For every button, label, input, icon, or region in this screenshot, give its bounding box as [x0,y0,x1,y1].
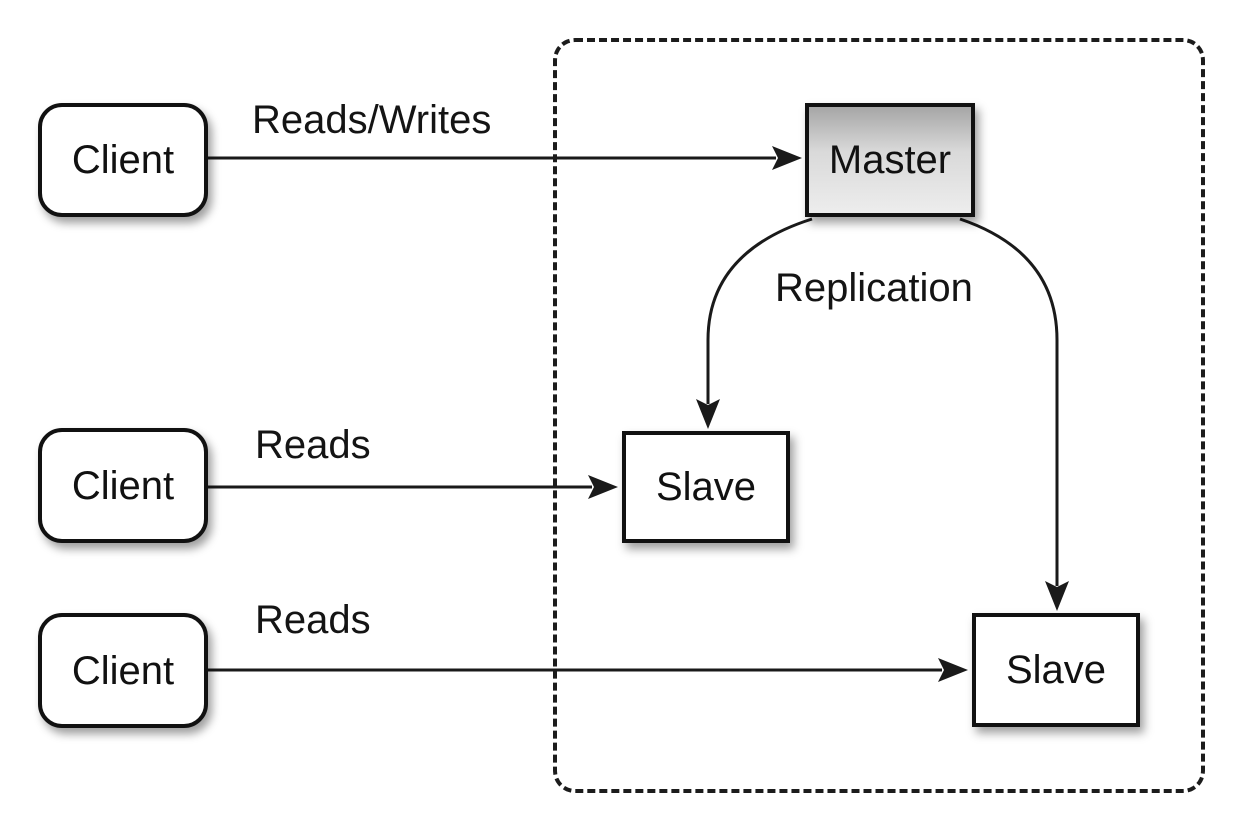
edge-label-reads-mid: Reads [255,423,371,467]
node-master: Master [805,103,975,217]
node-slave-1-label: Slave [655,465,757,509]
node-client-3-label: Client [71,648,175,693]
node-slave-2-label: Slave [1005,648,1107,692]
node-slave-2: Slave [972,613,1140,727]
node-slave-1: Slave [622,431,790,543]
node-client-2-label: Client [71,463,175,508]
node-client-2: Client [38,428,208,543]
edge-label-replication: Replication [775,266,973,310]
node-client-1: Client [38,103,208,217]
node-client-1-label: Client [71,138,175,182]
edge-label-reads-writes: Reads/Writes [252,98,492,142]
replication-group-container [553,38,1205,793]
node-master-label: Master [828,138,952,182]
node-client-3: Client [38,613,208,728]
edge-label-reads-bottom: Reads [255,598,371,642]
